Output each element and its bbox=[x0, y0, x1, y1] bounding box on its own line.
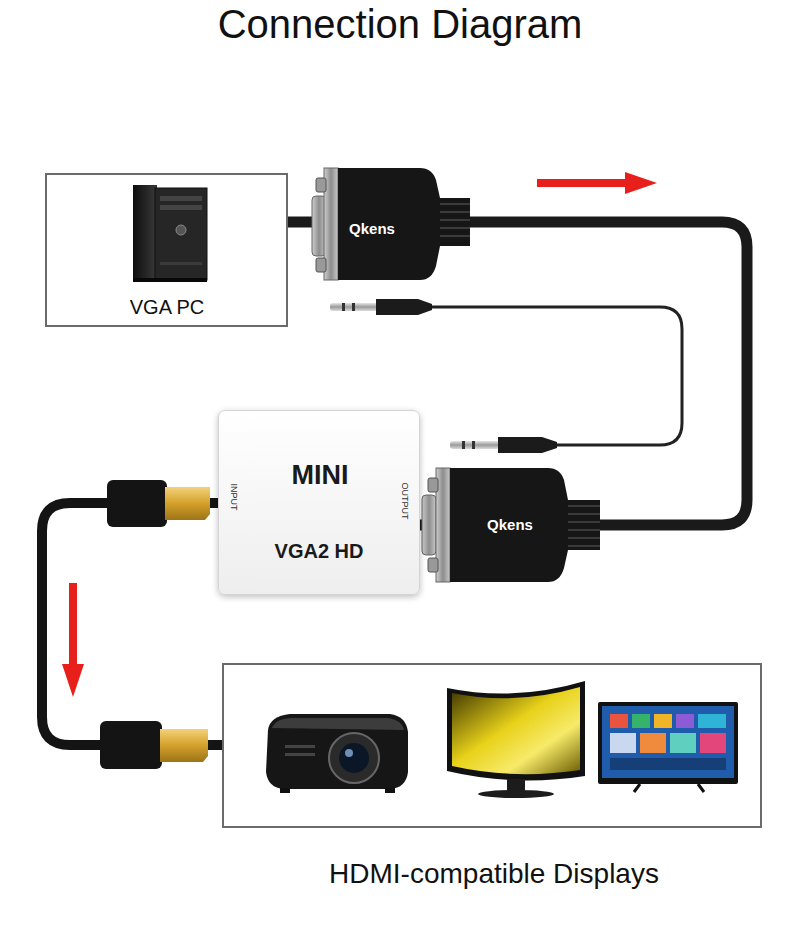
projector-body bbox=[266, 714, 408, 789]
flow-arrow bbox=[537, 179, 630, 187]
model-label: VGA2 HD bbox=[275, 540, 364, 563]
vga-screw bbox=[428, 558, 438, 572]
audio-plug-body bbox=[498, 437, 557, 453]
hdmi-plug-tip bbox=[160, 729, 208, 762]
tv-tile bbox=[700, 733, 726, 753]
audio-cable bbox=[430, 307, 682, 445]
tv-tile bbox=[610, 733, 636, 753]
pc-tower-side bbox=[133, 185, 157, 280]
vga-strain-relief bbox=[568, 506, 600, 546]
projector-vent bbox=[285, 753, 315, 756]
brand-mark: Qkens bbox=[487, 516, 533, 533]
node-label: VGA PC bbox=[130, 296, 204, 319]
projector-lens-ring bbox=[329, 733, 379, 783]
tv-tile bbox=[640, 733, 666, 753]
audio-plug-ring bbox=[352, 303, 355, 311]
hdmi-plug-tip bbox=[165, 487, 210, 520]
tv-stand bbox=[634, 784, 704, 792]
tv-frame bbox=[598, 702, 738, 784]
flow-arrow-head bbox=[62, 664, 84, 697]
monitor-base bbox=[478, 790, 554, 798]
tv-tile bbox=[670, 733, 696, 753]
diagram-title: Connection Diagram bbox=[218, 1, 583, 47]
projector-foot bbox=[385, 788, 395, 793]
audio-plug-tip bbox=[450, 441, 500, 449]
brand-label: MINI bbox=[292, 460, 349, 491]
tv-tile bbox=[654, 714, 672, 728]
tv-tile bbox=[698, 714, 726, 728]
projector-top bbox=[272, 718, 404, 730]
audio-plug-tip bbox=[330, 303, 378, 311]
audio-plug-body bbox=[376, 299, 432, 315]
vga-pin-shell bbox=[422, 495, 436, 555]
monitor-screen bbox=[452, 687, 580, 774]
hdmi-plug-body bbox=[100, 721, 162, 769]
vga-screw bbox=[316, 178, 326, 192]
pc-foot bbox=[133, 278, 207, 282]
vga-strain-relief bbox=[440, 204, 470, 236]
tv-tile bbox=[632, 714, 650, 728]
projector-foot bbox=[280, 788, 290, 793]
converter-box: MINI VGA2 HD INPUT OUTPUT bbox=[218, 410, 420, 595]
port-label: OUTPUT bbox=[400, 483, 410, 520]
tv-tile bbox=[676, 714, 694, 728]
hdmi-plug-body bbox=[107, 480, 167, 527]
vga-hood bbox=[338, 168, 470, 280]
pc-logo bbox=[176, 225, 186, 235]
tv-screen bbox=[602, 706, 734, 778]
brand-mark: Qkens bbox=[349, 220, 395, 237]
projector-vent bbox=[285, 745, 315, 748]
flow-arrow bbox=[69, 583, 77, 668]
vga-hood bbox=[450, 468, 600, 582]
vga-screw bbox=[428, 478, 438, 492]
audio-plug-ring bbox=[462, 441, 465, 449]
projector-lens bbox=[339, 743, 369, 773]
audio-plug-ring bbox=[472, 441, 475, 449]
pc-tower-front bbox=[155, 188, 207, 280]
tv-tile bbox=[610, 714, 628, 728]
hdmi-cable bbox=[42, 503, 222, 745]
vga-screw bbox=[316, 258, 326, 272]
projector-lens-glint bbox=[345, 749, 353, 757]
pc-drive-bay bbox=[160, 196, 202, 201]
pc-drive-bay bbox=[160, 205, 202, 210]
flow-arrow-head bbox=[625, 172, 657, 194]
tv-dock bbox=[610, 758, 726, 770]
display-group-box: HDMI-compatible Displays bbox=[222, 663, 762, 828]
source-box: VGA PC bbox=[45, 173, 288, 327]
pc-vent bbox=[160, 262, 202, 265]
group-caption: HDMI-compatible Displays bbox=[329, 858, 659, 890]
monitor-frame bbox=[447, 681, 585, 780]
audio-plug-ring bbox=[342, 303, 345, 311]
port-label: INPUT bbox=[229, 484, 239, 511]
